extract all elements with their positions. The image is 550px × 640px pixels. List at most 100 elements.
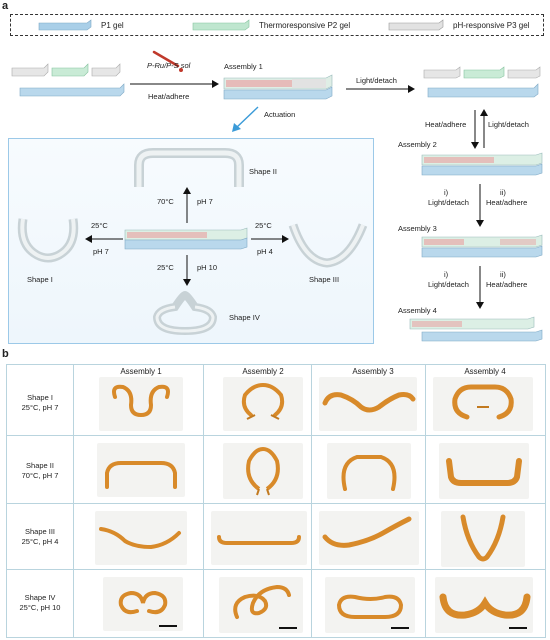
cond-down-ph: pH 10: [197, 263, 218, 272]
shape4-illustration: [152, 290, 218, 336]
grid-hline: [7, 569, 545, 570]
photo-a4-shape3: [441, 511, 525, 567]
right-ii-1: ii): [500, 188, 506, 197]
shape4-label: Shape IV: [229, 313, 260, 322]
shape3-illustration: [288, 223, 368, 268]
legend-p1: P1 gel: [37, 19, 124, 31]
row-name: Shape II: [26, 461, 54, 470]
arrow-up-icon: [183, 187, 191, 223]
photo-a1-shape4: [103, 577, 183, 631]
shape2-illustration: [134, 148, 244, 187]
legend-p2-label: Thermoresponsive P2 gel: [259, 20, 351, 30]
p3-gel-icon: [388, 19, 444, 31]
grid-vline: [311, 365, 312, 637]
scale-bar: [509, 627, 527, 629]
right-ii-2: ii): [500, 270, 506, 279]
detached-gels-illustration: [423, 66, 541, 98]
photo-a4-shape4: [435, 577, 533, 633]
row-cond: 25°C, pH 4: [21, 537, 59, 546]
light-detach-label: Light/detach: [356, 76, 397, 85]
col-head-assembly2: Assembly 2: [242, 367, 284, 376]
photo-a3-shape2: [327, 443, 411, 499]
row-label-shape3: Shape III 25°C, pH 4: [9, 527, 71, 547]
shape3-label: Shape III: [309, 275, 340, 284]
row-name: Shape I: [27, 393, 53, 402]
photo-a3-shape4: [325, 577, 415, 633]
heat-adhere-label: Heat/adhere: [148, 92, 190, 101]
right-light-detach-3: Light/detach: [428, 280, 469, 289]
photo-grid: Assembly 1 Assembly 2 Assembly 3 Assembl…: [6, 364, 546, 638]
photo-a3-shape3: [319, 511, 419, 565]
shape2-label: Shape II: [249, 167, 277, 176]
assembly3-label: Assembly 3: [398, 224, 437, 233]
right-heat-adhere-3: Heat/adhere: [486, 280, 528, 289]
photo-a1-shape1: [99, 377, 183, 431]
row-name: Shape IV: [24, 593, 56, 602]
row-label-shape2: Shape II 70°C, pH 7: [9, 461, 71, 481]
photo-a4-shape1: [433, 377, 533, 431]
scale-bar: [391, 627, 409, 629]
sol-label: P-Ru/P-S sol: [147, 61, 191, 70]
assembly2-label: Assembly 2: [398, 140, 437, 149]
arrow-right-icon-2: [346, 85, 415, 93]
scale-bar: [159, 625, 177, 627]
grid-vline: [73, 365, 74, 637]
assembly4-label: Assembly 4: [398, 306, 437, 315]
actuation-arrow-icon: [232, 106, 259, 132]
row-cond: 70°C, pH 7: [21, 471, 59, 480]
col-head-assembly3: Assembly 3: [352, 367, 394, 376]
p1-gel-icon: [38, 19, 92, 31]
row-name: Shape III: [24, 527, 56, 536]
legend-p1-label: P1 gel: [101, 20, 124, 30]
photo-a1-shape3: [95, 511, 187, 565]
arrow-down-icon-1: [476, 184, 484, 227]
p2-gel-icon: [192, 19, 250, 31]
right-heat-adhere-1: Heat/adhere: [425, 120, 467, 129]
photo-a1-shape2: [97, 443, 185, 497]
actuation-label: Actuation: [264, 110, 296, 119]
assembly3-illustration: [421, 234, 543, 258]
photo-a2-shape4: [219, 577, 303, 633]
right-heat-adhere-2: Heat/adhere: [486, 198, 528, 207]
cond-right-temp: 25°C: [255, 221, 272, 230]
photo-a2-shape2: [223, 443, 303, 499]
cond-left-temp: 25°C: [91, 221, 108, 230]
cond-down-temp: 25°C: [157, 263, 174, 272]
col-head-assembly1: Assembly 1: [120, 367, 162, 376]
shape1-illustration: [17, 218, 79, 263]
cond-right-ph: pH 4: [257, 247, 273, 256]
cond-up-ph: pH 7: [197, 197, 213, 206]
pipette-icon: [152, 50, 183, 72]
legend-p3-label: pH-responsive P3 gel: [453, 20, 530, 30]
legend-p3: pH-responsive P3 gel: [387, 19, 529, 31]
scale-bar: [279, 627, 297, 629]
center-gel-illustration: [124, 227, 248, 250]
right-light-detach-1: Light/detach: [488, 120, 529, 129]
assembly2-illustration: [421, 152, 543, 176]
grid-vline: [203, 365, 204, 637]
grid-vline: [425, 365, 426, 637]
row-cond: 25°C, pH 10: [19, 603, 61, 612]
assembly4-illustration: [409, 316, 543, 342]
legend: P1 gel Thermoresponsive P2 gel pH-respon…: [10, 14, 544, 36]
col-head-assembly4: Assembly 4: [464, 367, 506, 376]
photo-a2-shape1: [223, 377, 303, 431]
arrow-right-icon: [130, 80, 219, 88]
arrow-left-icon: [85, 235, 123, 243]
shape1-label: Shape I: [27, 275, 53, 284]
photo-a2-shape3: [211, 511, 307, 565]
row-cond: 25°C, pH 7: [21, 403, 59, 412]
panel-a-label: a: [2, 0, 9, 12]
grid-hline: [7, 435, 545, 436]
row-label-shape1: Shape I 25°C, pH 7: [9, 393, 71, 413]
legend-p2: Thermoresponsive P2 gel: [191, 19, 350, 31]
actuation-panel: Shape II 70°C pH 7 25°C pH 7 25°C pH 4 S…: [8, 138, 374, 344]
cond-left-ph: pH 7: [93, 247, 109, 256]
assembly1-illustration: [223, 74, 333, 100]
arrow-right-icon-3: [251, 235, 289, 243]
arrow-down-icon-3: [183, 255, 191, 286]
grid-hline: [7, 503, 545, 504]
photo-a3-shape1: [319, 377, 417, 431]
cond-up-temp: 70°C: [157, 197, 174, 206]
photo-a4-shape2: [439, 443, 529, 499]
